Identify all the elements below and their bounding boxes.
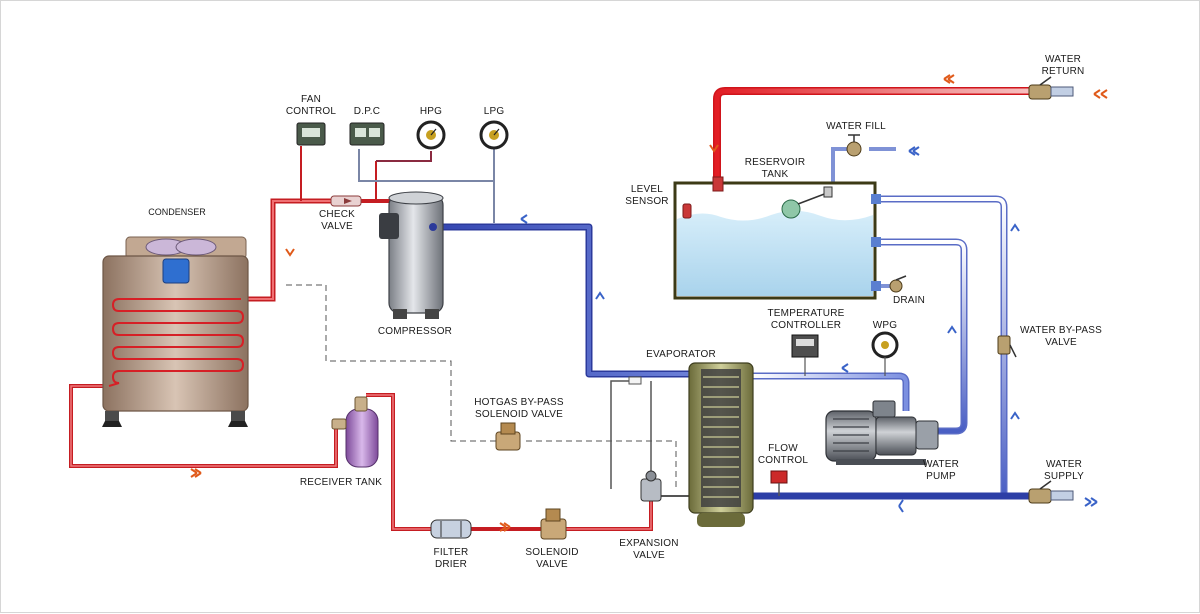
liquid-line bbox=[69, 384, 653, 531]
water-fill-valve bbox=[846, 134, 862, 157]
water-pump bbox=[825, 400, 939, 465]
level-sensor-label-2: SENSOR bbox=[625, 196, 668, 207]
hpg-label: HPG bbox=[420, 106, 442, 117]
hpg-gauge bbox=[416, 120, 446, 150]
hotgas-bypass-label-2: SOLENOID VALVE bbox=[475, 409, 563, 420]
condenser-coil bbox=[108, 298, 245, 387]
expansion-valve-lines bbox=[610, 376, 691, 497]
expansion-valve-label-1: EXPANSION bbox=[619, 538, 678, 549]
check-valve bbox=[330, 195, 362, 207]
temperature-controller-label-1: TEMPERATURE bbox=[767, 308, 844, 319]
wpg-gauge bbox=[871, 331, 899, 376]
filter-drier-label-1: FILTER bbox=[434, 547, 469, 558]
water-bypass-label-2: VALVE bbox=[1045, 337, 1077, 348]
tank-to-pump-line bbox=[881, 238, 968, 435]
filter-drier-label-2: DRIER bbox=[435, 559, 467, 570]
water-fill-label: WATER FILL bbox=[826, 121, 886, 132]
compressor bbox=[379, 191, 444, 319]
water-return-line bbox=[713, 87, 1031, 183]
flow-control-label-2: CONTROL bbox=[758, 455, 809, 466]
water-bypass-valve bbox=[997, 335, 1017, 358]
water-return-label-2: RETURN bbox=[1042, 66, 1085, 77]
temperature-controller-label-2: CONTROLLER bbox=[771, 320, 841, 331]
expansion-valve bbox=[640, 470, 662, 502]
level-sensor-label-1: LEVEL bbox=[631, 184, 663, 195]
flow-arrows bbox=[190, 74, 1108, 532]
water-supply-valve bbox=[1028, 480, 1074, 504]
tank-to-bypass-line bbox=[881, 195, 1008, 496]
water-pump-label-2: PUMP bbox=[926, 471, 956, 482]
expansion-valve-label-2: VALVE bbox=[633, 550, 665, 561]
wpg-label: WPG bbox=[873, 320, 898, 331]
water-return-valve bbox=[1028, 76, 1074, 100]
water-supply-label-2: SUPPLY bbox=[1044, 471, 1084, 482]
fan-control-label-2: CONTROL bbox=[286, 106, 337, 117]
hotgas-bypass-label-1: HOTGAS BY-PASS bbox=[474, 397, 564, 408]
dpc-switch bbox=[349, 122, 385, 146]
drain-valve bbox=[889, 275, 907, 293]
lpg-gauge bbox=[479, 120, 509, 150]
receiver-tank bbox=[331, 396, 379, 468]
solenoid-valve bbox=[540, 508, 567, 540]
check-valve-label-1: CHECK bbox=[319, 209, 355, 220]
water-pump-label-1: WATER bbox=[923, 459, 959, 470]
drain-label: DRAIN bbox=[893, 295, 925, 306]
water-fill-line bbox=[831, 147, 896, 186]
fan-control bbox=[296, 122, 326, 146]
fan-control-label-1: FAN bbox=[301, 94, 321, 105]
hotgas-solenoid-valve bbox=[495, 422, 521, 451]
water-bypass-label-1: WATER BY-PASS bbox=[1020, 325, 1102, 336]
reservoir-tank-label-1: RESERVOIR bbox=[745, 157, 806, 168]
filter-drier bbox=[430, 519, 472, 539]
pump-to-evaporator-line bbox=[753, 372, 910, 411]
solenoid-valve-label-1: SOLENOID bbox=[525, 547, 578, 558]
evaporator-label: EVAPORATOR bbox=[646, 349, 716, 360]
evaporator bbox=[688, 362, 754, 527]
condenser-label: CONDENSER bbox=[148, 207, 206, 217]
dpc-label: D.P.C bbox=[354, 106, 380, 117]
suction-line bbox=[358, 149, 689, 378]
flow-control-label-1: FLOW bbox=[768, 443, 798, 454]
compressor-label: COMPRESSOR bbox=[378, 326, 452, 337]
reservoir-tank bbox=[673, 176, 881, 300]
temperature-controller bbox=[791, 334, 819, 376]
check-valve-label-2: VALVE bbox=[321, 221, 353, 232]
receiver-tank-label: RECEIVER TANK bbox=[300, 477, 382, 488]
flow-control bbox=[770, 470, 788, 496]
condenser bbox=[102, 236, 249, 427]
hotgas-bypass-line bbox=[286, 284, 677, 491]
lpg-label: LPG bbox=[484, 106, 505, 117]
reservoir-tank-label-2: TANK bbox=[762, 169, 789, 180]
water-supply-label-1: WATER bbox=[1046, 459, 1082, 470]
solenoid-valve-label-2: VALVE bbox=[536, 559, 568, 570]
water-return-label-1: WATER bbox=[1045, 54, 1081, 65]
